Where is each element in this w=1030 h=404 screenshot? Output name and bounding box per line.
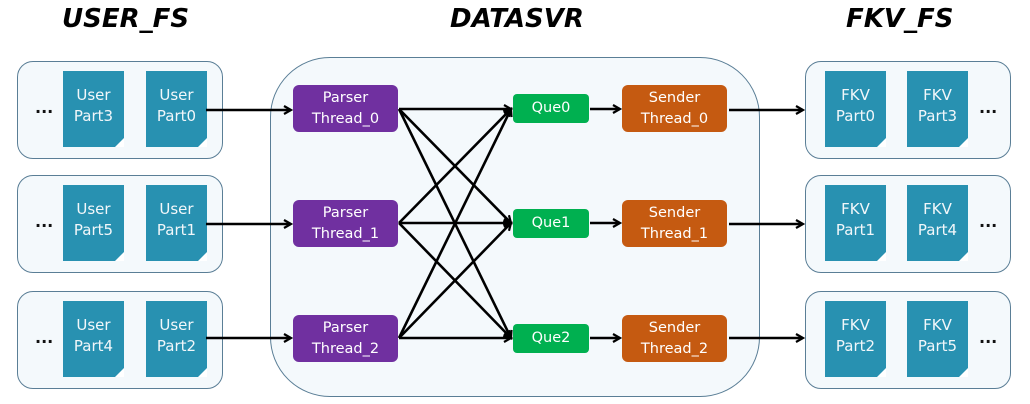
page-fold-icon (115, 252, 124, 261)
arrow-parser2-que1 (398, 223, 511, 339)
doc-line2: Part3 (917, 107, 958, 125)
document-fkv-part3: FKV Part3 (907, 71, 968, 147)
box-line1: Sender (648, 319, 701, 336)
queue-2: Que2 (513, 324, 589, 353)
page-fold-icon (198, 252, 207, 261)
doc-line1: User (159, 200, 194, 218)
page-fold-icon (198, 138, 207, 147)
box-line2: Thread_2 (640, 340, 709, 357)
box-line1: Parser (322, 89, 369, 106)
box-line2: Thread_0 (640, 110, 709, 127)
queue-1: Que1 (513, 209, 589, 238)
doc-line1: FKV (923, 316, 952, 334)
doc-line2: Part1 (156, 221, 197, 239)
document-fkv-part5: FKV Part5 (907, 301, 968, 377)
doc-line2: Part0 (835, 107, 876, 125)
arrow-parser1-que0 (398, 109, 511, 224)
user-fs-title: USER_FS (62, 4, 190, 34)
page-fold-icon (959, 252, 968, 261)
document-fkv-part0: FKV Part0 (825, 71, 886, 147)
fkv-fs-title: FKV_FS (846, 4, 954, 34)
doc-line2: Part4 (917, 221, 958, 239)
box-line1: Parser (322, 319, 369, 336)
doc-line2: Part3 (73, 107, 114, 125)
doc-line1: FKV (923, 200, 952, 218)
doc-line2: Part2 (835, 337, 876, 355)
page-fold-icon (877, 368, 886, 377)
document-fkv-part2: FKV Part2 (825, 301, 886, 377)
doc-line1: FKV (841, 316, 870, 334)
datasvr-title: DATASVR (450, 4, 584, 34)
box-line2: Thread_2 (311, 340, 380, 357)
fkv-group-2: FKV Part2 FKV Part5 ... (805, 291, 1011, 389)
document-fkv-part1: FKV Part1 (825, 185, 886, 261)
doc-line1: FKV (841, 200, 870, 218)
doc-line1: User (76, 200, 111, 218)
page-fold-icon (877, 138, 886, 147)
doc-line1: User (76, 86, 111, 104)
box-line2: Thread_0 (311, 110, 380, 127)
ellipsis: ... (979, 98, 998, 117)
doc-line1: User (159, 86, 194, 104)
page-fold-icon (198, 368, 207, 377)
box-line1: Parser (322, 204, 369, 221)
doc-line1: User (159, 316, 194, 334)
doc-line2: Part5 (73, 221, 114, 239)
doc-line2: Part2 (156, 337, 197, 355)
document-fkv-part4: FKV Part4 (907, 185, 968, 261)
ellipsis: ... (35, 212, 54, 231)
doc-line2: Part1 (835, 221, 876, 239)
ellipsis: ... (35, 98, 54, 117)
box-line2: Thread_1 (311, 225, 380, 242)
fkv-group-0: FKV Part0 FKV Part3 ... (805, 61, 1011, 159)
doc-line2: Part0 (156, 107, 197, 125)
queue-label: Que2 (531, 330, 571, 346)
doc-line1: FKV (841, 86, 870, 104)
ellipsis: ... (979, 212, 998, 231)
box-line1: Sender (648, 204, 701, 221)
ellipsis: ... (979, 328, 998, 347)
page-fold-icon (959, 138, 968, 147)
doc-line1: FKV (923, 86, 952, 104)
box-line1: Sender (648, 89, 701, 106)
box-line2: Thread_1 (640, 225, 709, 242)
page-fold-icon (959, 368, 968, 377)
arrow-parser2-que0 (397, 109, 511, 339)
doc-line2: Part4 (73, 337, 114, 355)
page-fold-icon (115, 368, 124, 377)
queue-label: Que0 (531, 100, 571, 116)
page-fold-icon (115, 138, 124, 147)
fkv-group-1: FKV Part1 FKV Part4 ... (805, 175, 1011, 273)
ellipsis: ... (35, 328, 54, 347)
doc-line2: Part5 (917, 337, 958, 355)
page-fold-icon (877, 252, 886, 261)
queue-0: Que0 (513, 94, 589, 123)
queue-label: Que1 (531, 215, 571, 231)
doc-line1: User (76, 316, 111, 334)
